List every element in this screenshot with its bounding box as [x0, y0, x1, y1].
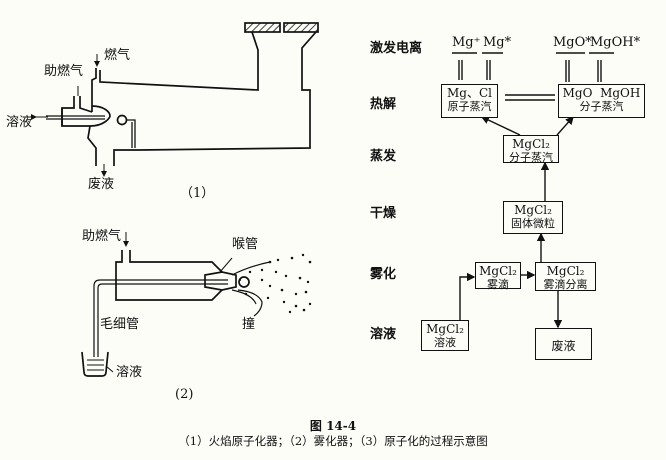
capillary-tube	[93, 279, 228, 357]
box-atom-vapor-line2: 原子蒸汽	[447, 100, 492, 113]
box-waste-line1: 废液	[551, 339, 576, 353]
box-mgcl2-vapor-line1: MgCl₂	[512, 137, 550, 151]
capillary-label: 毛细管	[100, 317, 140, 332]
impact-bead-2	[238, 276, 250, 288]
impact-bead	[116, 114, 128, 126]
box-molecule-vapor-line1: MgO MgOH	[562, 86, 641, 100]
stage-evaporation: 蒸发	[370, 149, 397, 164]
solution-label: 溶液	[6, 115, 33, 130]
stage-pyrolysis: 热解	[370, 97, 397, 112]
oxidant-gas-label: 助燃气	[44, 64, 84, 79]
box-mgcl2-solution-line1: MgCl₂	[426, 322, 464, 336]
arrow-to-molecule-vapor	[556, 115, 574, 136]
figure-caption: （1）火焰原子化器；（2）雾化器；（3）原子化的过程示意图	[178, 434, 488, 448]
arrow-to-atom-vapor	[480, 116, 521, 136]
box-molecule-vapor: MgO MgOH 分子蒸汽	[558, 84, 645, 118]
box-mgcl2-solid-line1: MgCl₂	[514, 203, 552, 217]
box-waste: 废液	[535, 328, 592, 360]
oxidant-gas-label-2: 助燃气	[82, 229, 122, 244]
box-mgcl2-separation-line1: MgCl₂	[546, 264, 585, 278]
stage-nebulization: 雾化	[370, 267, 397, 282]
species-mg-ion: Mg⁺	[452, 35, 481, 50]
chamber-right-wall	[139, 31, 317, 151]
spray-droplets	[239, 253, 312, 314]
solution-label-2: 溶液	[116, 365, 143, 380]
burner-head-right	[283, 22, 319, 33]
box-mgcl2-separation-line2: 雾滴分离	[543, 278, 588, 291]
species-mg-excited: Mg*	[483, 35, 512, 50]
box-mgcl2-vapor: MgCl₂ 分子蒸汽	[503, 135, 559, 164]
chamber-top-wall	[99, 31, 259, 91]
box-atom-vapor-line1: Mg、Cl	[447, 86, 492, 100]
burner-head-left	[244, 22, 281, 33]
box-mgcl2-solid: MgCl₂ 固体微粒	[503, 201, 563, 234]
box-mgcl2-vapor-line2: 分子蒸汽	[509, 151, 553, 164]
fuel-gas-label: 燃气	[104, 48, 131, 63]
diagram1-number: （1）	[180, 186, 215, 201]
flame-atomizer-drawing	[31, 22, 319, 177]
species-mgo-excited: MgO*	[553, 35, 592, 50]
box-mgcl2-droplet: MgCl₂ 雾滴	[475, 262, 521, 291]
drain-left	[87, 125, 97, 166]
box-molecule-vapor-line2: 分子蒸汽	[579, 100, 624, 113]
diagram2-number: (2)	[175, 387, 194, 402]
box-mgcl2-droplet-line1: MgCl₂	[479, 264, 517, 278]
box-mgcl2-droplet-line2: 雾滴	[487, 278, 509, 291]
figure-title: 图 14-4	[309, 419, 357, 433]
species-mgoh-excited: MgOH*	[590, 35, 641, 50]
fuel-gas-inlet	[91, 68, 97, 112]
beaker	[81, 351, 109, 377]
drain-right	[113, 149, 140, 166]
process-flowchart-lines	[452, 52, 614, 329]
box-mgcl2-solid-line2: 固体微粒	[511, 217, 555, 230]
waste-label: 废液	[88, 177, 115, 192]
nozzle-label: 喉管	[232, 237, 259, 252]
oxidant-inlet	[61, 96, 75, 126]
stage-drying: 干燥	[370, 206, 397, 221]
arrow-solution-to-droplet	[459, 272, 476, 320]
box-mgcl2-solution-line2: 溶液	[434, 336, 456, 349]
box-mgcl2-solution: MgCl₂ 溶液	[421, 320, 469, 351]
box-mgcl2-separation: MgCl₂ 雾滴分离	[535, 262, 596, 291]
stage-excitation-ionization: 激发电离	[370, 41, 423, 56]
box-atom-vapor: Mg、Cl 原子蒸汽	[441, 84, 498, 118]
nozzle-pointer	[219, 257, 233, 273]
impact-bead-label: 撞	[242, 317, 256, 332]
nebulizer-drawing	[81, 232, 312, 377]
stage-solution: 溶液	[370, 327, 397, 342]
